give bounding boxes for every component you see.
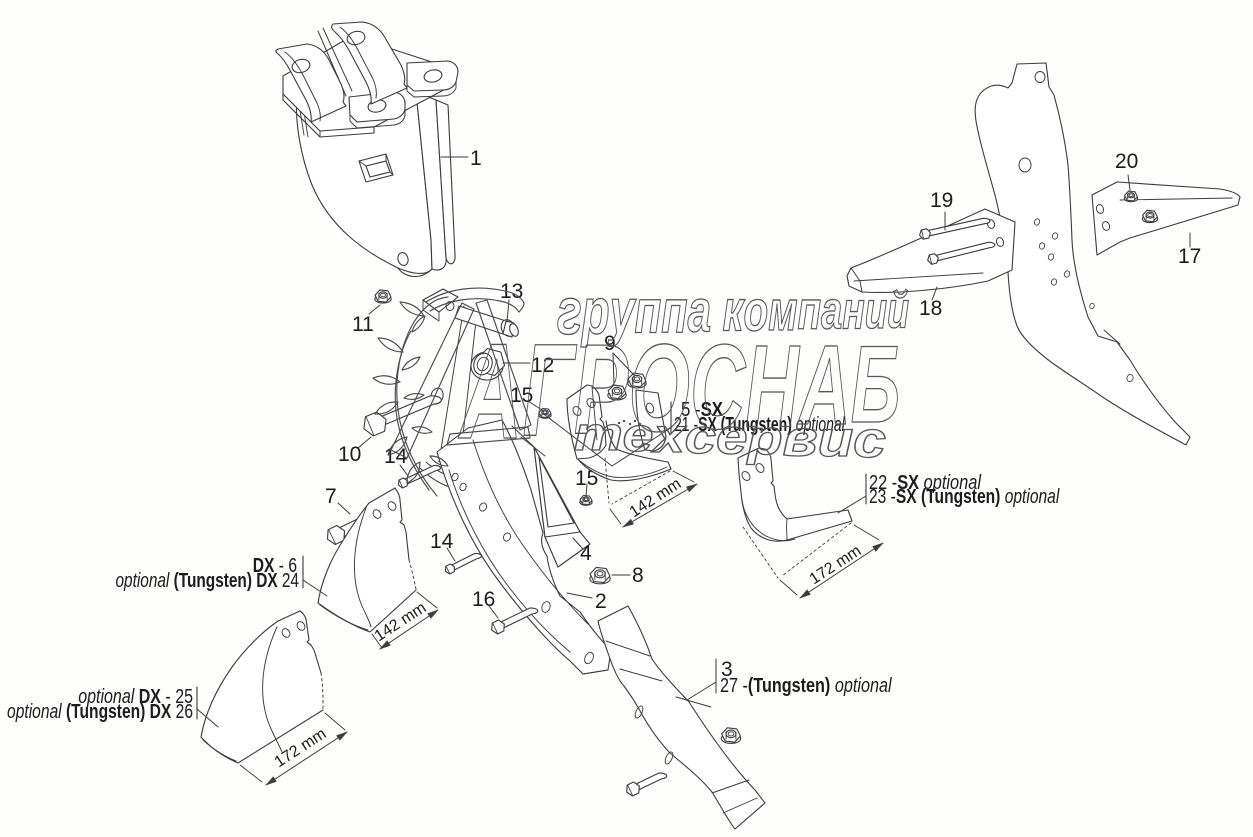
svg-text:й: й <box>887 281 909 338</box>
svg-text:9: 9 <box>604 332 616 355</box>
svg-text:Н: Н <box>745 321 800 451</box>
svg-text:21 -SX (Tungsten) optional: 21 -SX (Tungsten) optional <box>674 412 846 435</box>
svg-text:с: с <box>685 410 716 464</box>
svg-text:10: 10 <box>338 443 361 466</box>
svg-text:19: 19 <box>930 189 953 212</box>
svg-text:г: г <box>557 274 582 348</box>
svg-text:х: х <box>650 410 687 463</box>
svg-text:н: н <box>842 281 865 340</box>
svg-text:12: 12 <box>531 354 554 377</box>
svg-text:14: 14 <box>430 530 454 553</box>
svg-text:а: а <box>688 277 712 344</box>
svg-text:Г: Г <box>523 316 578 463</box>
svg-text:п: п <box>798 279 822 341</box>
svg-text:р: р <box>580 275 609 348</box>
svg-text:23 -SX (Tungsten) optional: 23 -SX (Tungsten) optional <box>869 485 1060 507</box>
svg-text:р: р <box>745 411 782 466</box>
svg-text:20: 20 <box>1115 150 1138 173</box>
svg-text:8: 8 <box>632 564 644 587</box>
svg-text:15: 15 <box>510 384 533 407</box>
svg-text:А: А <box>458 315 522 467</box>
svg-text:е: е <box>623 409 654 462</box>
svg-text:optional (Tungsten) DX 24: optional (Tungsten) DX 24 <box>115 569 299 591</box>
svg-text:с: с <box>853 411 886 468</box>
svg-text:к: к <box>723 279 746 344</box>
svg-text:22 -SX optional: 22 -SX optional <box>869 470 982 493</box>
svg-text:optional (Tungsten) DX 26: optional (Tungsten) DX 26 <box>7 700 193 722</box>
svg-text:п: п <box>635 277 662 347</box>
svg-text:А: А <box>797 322 851 448</box>
svg-text:7: 7 <box>325 485 337 508</box>
svg-text:DX - 6: DX - 6 <box>253 554 297 576</box>
svg-text:в: в <box>783 410 818 466</box>
svg-text:Б: Б <box>851 324 900 446</box>
svg-text:О: О <box>628 319 690 458</box>
svg-text:27 -(Tungsten) optional: 27 -(Tungsten) optional <box>720 674 892 696</box>
svg-text:1: 1 <box>470 147 482 170</box>
svg-text:п: п <box>661 277 687 345</box>
svg-text:м: м <box>768 279 797 342</box>
svg-text:а: а <box>821 281 842 341</box>
svg-text:С: С <box>690 321 747 455</box>
svg-text:11: 11 <box>352 313 374 336</box>
svg-text:13: 13 <box>500 280 523 303</box>
svg-text:15: 15 <box>575 467 598 490</box>
svg-text:17: 17 <box>1178 245 1201 268</box>
svg-text:т: т <box>574 407 623 460</box>
svg-text:5 -SX: 5 -SX <box>681 398 724 421</box>
svg-text:о: о <box>744 279 769 343</box>
svg-text:optional DX - 25: optional DX - 25 <box>78 685 193 707</box>
svg-text:2: 2 <box>595 590 607 613</box>
svg-text:3: 3 <box>721 658 733 681</box>
svg-text:и: и <box>818 411 854 467</box>
svg-text:у: у <box>607 276 636 347</box>
svg-text:и: и <box>865 282 887 340</box>
svg-text:18: 18 <box>919 297 942 320</box>
svg-text:Р: Р <box>574 318 629 461</box>
svg-text:е: е <box>716 411 748 465</box>
svg-text:16: 16 <box>472 588 495 611</box>
svg-text:4: 4 <box>580 542 592 565</box>
